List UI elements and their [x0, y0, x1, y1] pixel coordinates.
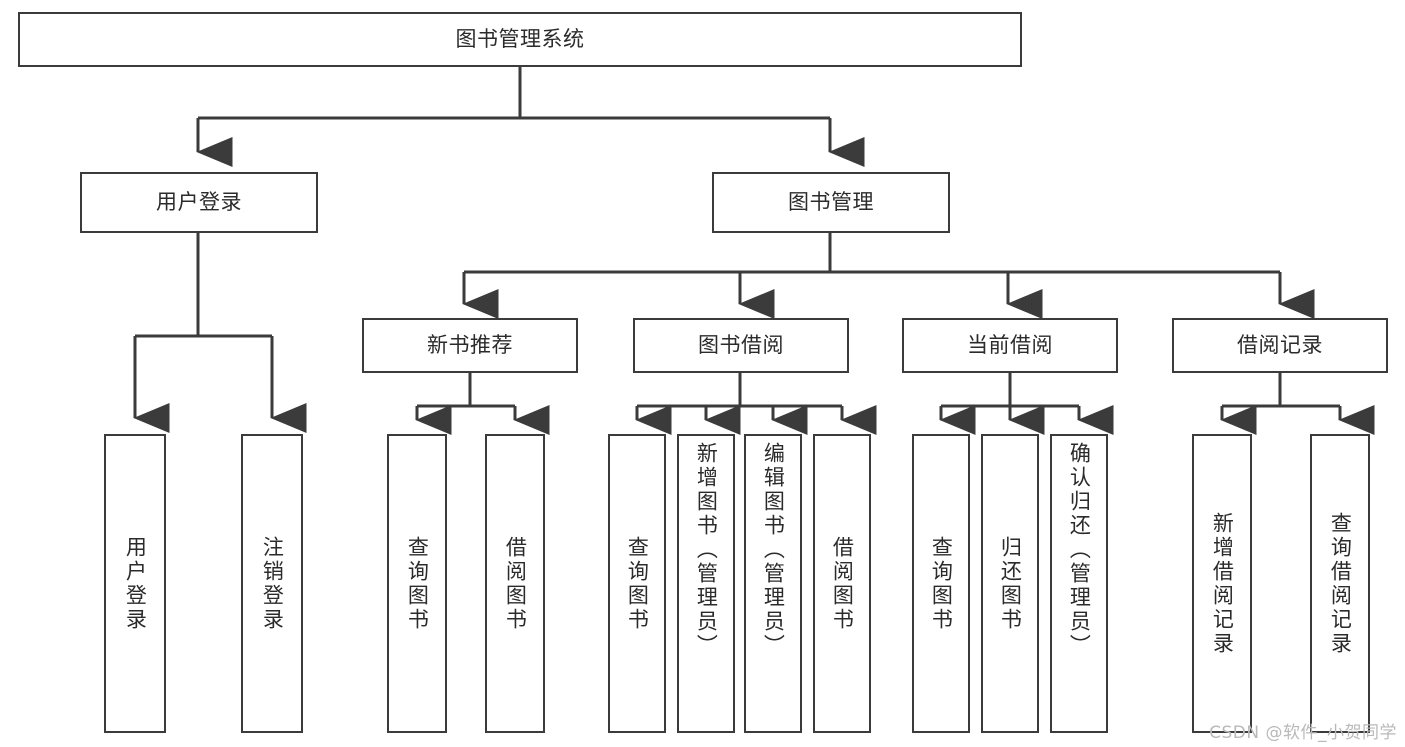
node-label: 借阅图书	[830, 535, 855, 632]
node-new-book-recommend[interactable]: 新书推荐	[362, 318, 578, 373]
node-label: 查询图书	[405, 535, 430, 632]
node-label: 注销登录	[260, 535, 285, 632]
node-label: 图书借阅	[698, 332, 784, 357]
leaf-add-book-admin[interactable]: 新增图书（管理员）	[677, 434, 735, 733]
node-borrow-record[interactable]: 借阅记录	[1172, 318, 1388, 373]
leaf-add-borrow-record[interactable]: 新增借阅记录	[1192, 434, 1252, 733]
node-current-borrow[interactable]: 当前借阅	[902, 318, 1118, 373]
node-label: 当前借阅	[967, 332, 1053, 357]
node-label: 新增借阅记录	[1210, 511, 1235, 656]
node-label: 图书管理	[788, 189, 874, 214]
node-label: 图书管理系统	[455, 26, 585, 51]
node-user-login[interactable]: 用户登录	[80, 172, 318, 233]
node-label: 确认归还（管理员）	[1067, 442, 1092, 658]
leaf-current-query-book[interactable]: 查询图书	[912, 434, 970, 733]
node-label: 查询借阅记录	[1328, 511, 1353, 656]
node-label: 借阅记录	[1237, 332, 1323, 357]
leaf-edit-book-admin[interactable]: 编辑图书（管理员）	[744, 434, 802, 733]
node-label: 用户登录	[156, 189, 242, 214]
leaf-new-book-borrow[interactable]: 借阅图书	[485, 434, 545, 733]
leaf-user-login[interactable]: 用户登录	[104, 434, 166, 733]
leaf-new-book-query[interactable]: 查询图书	[387, 434, 447, 733]
leaf-return-book[interactable]: 归还图书	[981, 434, 1039, 733]
node-book-borrow[interactable]: 图书借阅	[633, 318, 849, 373]
leaf-logout[interactable]: 注销登录	[241, 434, 303, 733]
node-root-book-management-system[interactable]: 图书管理系统	[18, 12, 1022, 67]
node-label: 新书推荐	[427, 332, 513, 357]
node-label: 归还图书	[998, 535, 1023, 632]
leaf-borrow-query-book[interactable]: 查询图书	[608, 434, 666, 733]
leaf-confirm-return-admin[interactable]: 确认归还（管理员）	[1050, 434, 1108, 733]
node-label: 查询图书	[929, 535, 954, 632]
csdn-watermark: CSDN @软件_小贺同学	[1209, 723, 1397, 743]
leaf-borrow-book[interactable]: 借阅图书	[813, 434, 871, 733]
leaf-query-borrow-record[interactable]: 查询借阅记录	[1310, 434, 1370, 733]
node-label: 用户登录	[123, 535, 148, 632]
node-label: 借阅图书	[503, 535, 528, 632]
node-label: 查询图书	[625, 535, 650, 632]
node-book-management[interactable]: 图书管理	[712, 172, 950, 233]
node-label: 新增图书（管理员）	[694, 442, 719, 658]
node-label: 编辑图书（管理员）	[761, 442, 786, 658]
